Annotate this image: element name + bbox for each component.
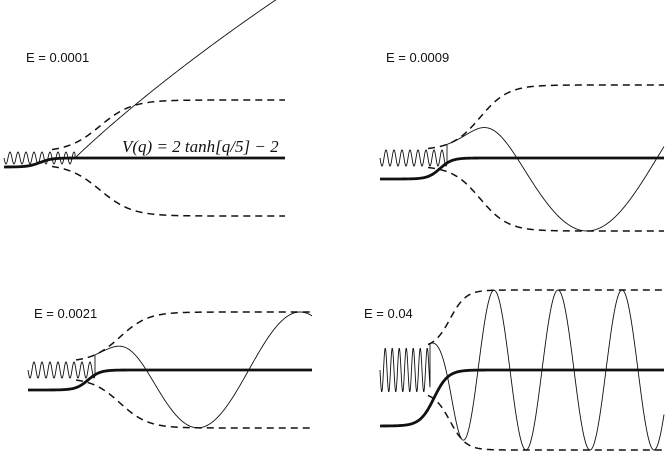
- energy-label: E = 0.0009: [386, 50, 449, 65]
- upper-envelope: [427, 84, 664, 150]
- wave-function: [379, 289, 665, 451]
- panel-energy-0.04: E = 0.04: [364, 289, 665, 451]
- lower-envelope: [427, 394, 664, 451]
- lower-envelope: [427, 166, 664, 232]
- panel-energy-0.0021: E = 0.0021: [27, 306, 313, 429]
- panel-energy-0.0009: E = 0.0009: [379, 50, 665, 232]
- potential-curve: [380, 156, 664, 181]
- wave-function: [27, 311, 313, 429]
- upper-envelope: [75, 311, 312, 361]
- potential-equation: V(q) = 2 tanh[q/5] − 2: [122, 137, 279, 156]
- panel-energy-0.0001: E = 0.0001 V(q) = 2 tanh[q/5] − 2: [3, 0, 285, 217]
- potential-curve: [28, 368, 312, 392]
- potential-curve: [379, 368, 664, 428]
- upper-envelope: [427, 289, 664, 346]
- wave-function: [3, 0, 277, 165]
- energy-label: E = 0.0001: [26, 50, 89, 65]
- lower-envelope: [51, 165, 285, 217]
- energy-label: E = 0.0021: [34, 306, 97, 321]
- wave-function: [379, 127, 665, 232]
- energy-label: E = 0.04: [364, 306, 413, 321]
- potential-curve: [3, 156, 285, 169]
- upper-envelope: [51, 99, 285, 151]
- lower-envelope: [75, 379, 312, 429]
